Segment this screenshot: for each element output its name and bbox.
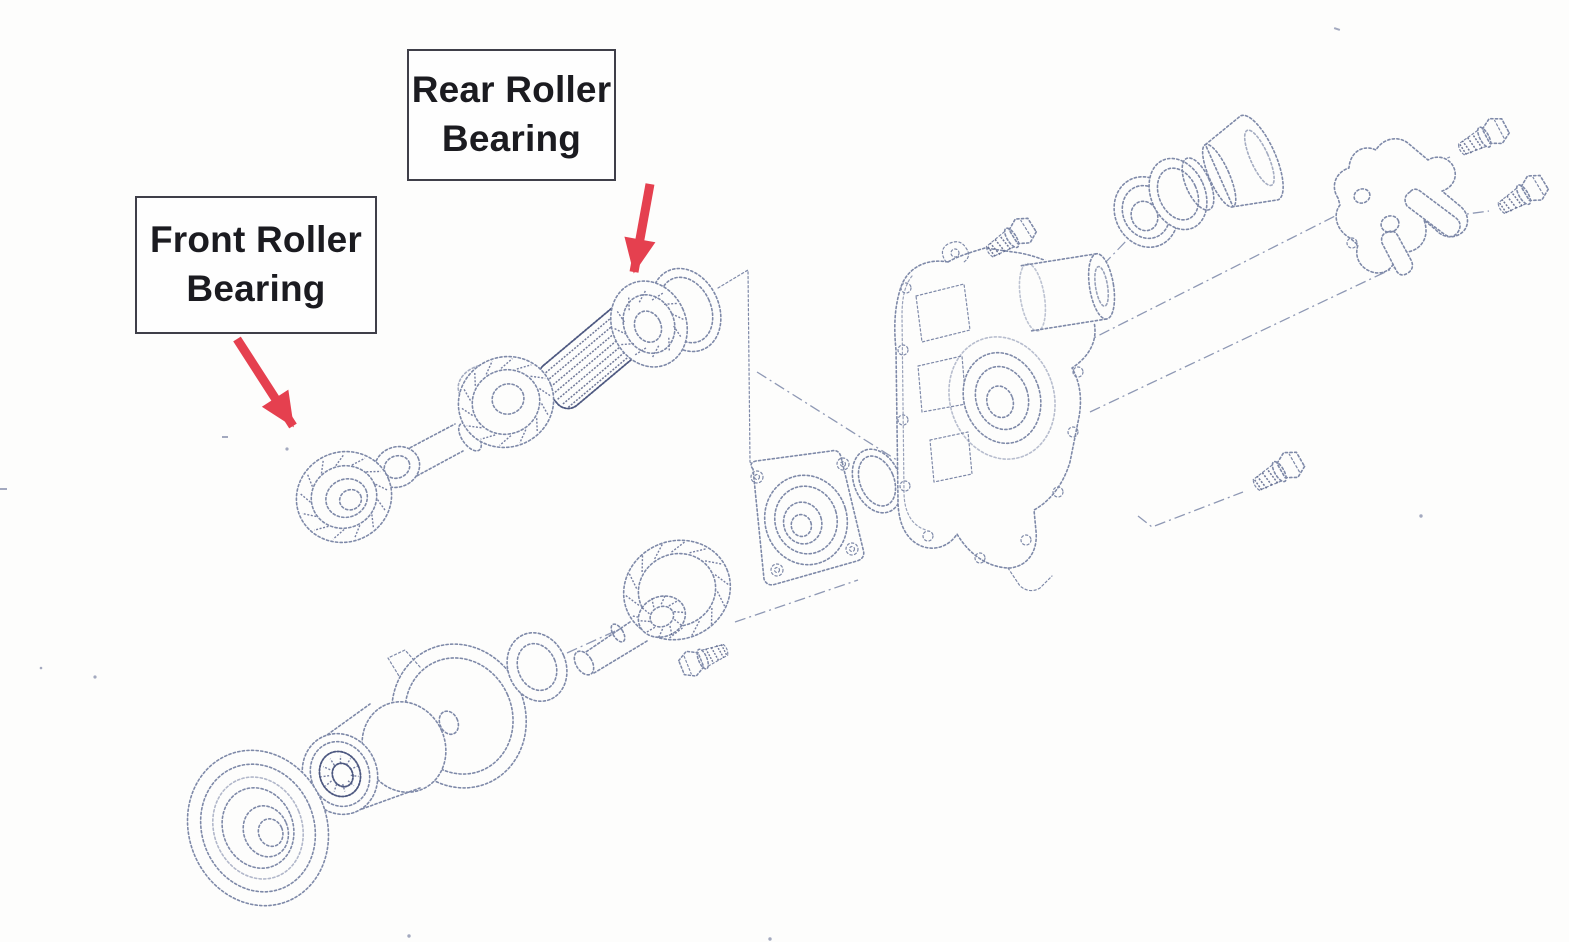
flange-bolt-lower — [1491, 169, 1553, 222]
callout-front-line1: Front Roller — [149, 219, 363, 261]
idler-gear — [622, 539, 732, 641]
callout-front-roller-bearing: Front Roller Bearing — [135, 196, 377, 334]
side-bolt — [1247, 446, 1309, 499]
housing-bolt-holes — [897, 282, 1084, 564]
callout-rear-line1: Rear Roller — [411, 69, 612, 111]
front-callout-arrow — [233, 336, 297, 429]
callout-rear-roller-bearing: Rear Roller Bearing — [407, 49, 616, 181]
callout-rear-line2: Bearing — [441, 118, 582, 159]
idler-shaft — [573, 621, 648, 676]
dust-boot — [1148, 114, 1284, 231]
housing-lug — [941, 241, 970, 263]
input-gear — [457, 355, 555, 449]
mounting-bracket — [1333, 137, 1469, 276]
housing-foot — [1007, 567, 1053, 592]
rear-roller-bearing — [609, 280, 689, 368]
gear-bolt — [675, 636, 733, 681]
thrust-washer — [506, 631, 568, 703]
callout-front-line2: Bearing — [186, 268, 326, 309]
rear-callout-arrow — [624, 183, 656, 274]
scan-specks — [0, 27, 1423, 941]
front-roller-bearing — [295, 450, 393, 544]
flange-bolt-upper — [1452, 112, 1513, 164]
divider-line — [717, 269, 767, 478]
output-snout — [1018, 251, 1116, 333]
coupler-ball-bearing — [186, 749, 330, 907]
bearing-retainer-plate — [750, 449, 865, 586]
